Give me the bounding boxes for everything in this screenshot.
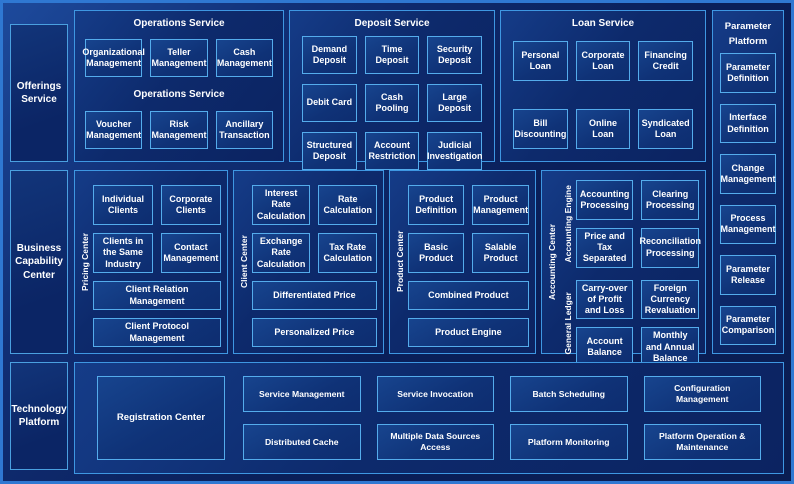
general-ledger-group: General Ledger Carry-over of Profit and …: [560, 279, 699, 367]
service-box: Product Engine: [407, 318, 529, 347]
vertical-label: Accounting Engine: [562, 185, 573, 263]
service-box: Parameter Definition: [720, 53, 776, 93]
service-box: Online Loan: [575, 109, 631, 149]
operations-row-2: Voucher Management Risk Management Ancil…: [75, 110, 283, 149]
service-box: Process Management: [720, 204, 776, 245]
service-box: Foreign Currency Revaluation: [641, 279, 699, 320]
service-box: Interest Rate Calculation: [251, 185, 311, 225]
panel-operations-service: Operations Service Organizational Manage…: [74, 10, 285, 162]
service-box: Clearing Processing: [641, 180, 699, 220]
service-box: Service Invocation: [376, 376, 494, 412]
service-box: Combined Product: [407, 281, 529, 310]
technology-grid: Service Management Service Invocation Ba…: [243, 376, 761, 460]
service-box: Reconciliation Processing: [639, 227, 701, 268]
service-box: Time Deposit: [364, 36, 420, 74]
vertical-label: Pricing Center: [80, 232, 90, 291]
middle-band: Pricing Center Individual Clients Corpor…: [74, 170, 706, 367]
service-box: Change Management: [720, 154, 776, 194]
panel-pricing-center: Pricing Center Individual Clients Corpor…: [74, 170, 228, 354]
vertical-label: General Ledger: [562, 292, 573, 355]
service-box: Contact Management: [160, 233, 221, 273]
operations-row-1: Organizational Management Teller Managem…: [75, 39, 283, 78]
loan-grid: Personal Loan Corporate Loan Financing C…: [501, 29, 705, 149]
service-box: Demand Deposit: [302, 36, 357, 74]
service-box: Platform Operation & Maintenance: [643, 424, 761, 460]
service-box: Exchange Rate Calculation: [251, 233, 311, 273]
service-box: Batch Scheduling: [510, 376, 628, 412]
service-box: Financing Credit: [638, 41, 693, 81]
service-box: Registration Center: [97, 376, 225, 460]
operations-mid-label: Operations Service: [133, 88, 225, 100]
service-box: Large Deposit: [427, 84, 483, 122]
service-box: Rate Calculation: [318, 185, 377, 225]
accounting-engine-group: Accounting Engine Accounting Processing …: [560, 180, 701, 268]
service-box: Basic Product: [407, 233, 465, 273]
service-box: Account Restriction: [364, 132, 420, 170]
service-box: Parameter Comparison: [720, 305, 776, 345]
service-box: Price and Tax Separated: [575, 227, 634, 268]
service-box: Teller Management: [150, 39, 208, 78]
service-box: Risk Management: [150, 110, 208, 149]
service-box: Interface Definition: [720, 103, 776, 144]
service-box: Ancillary Transaction: [215, 110, 274, 149]
service-box: Corporate Loan: [575, 41, 631, 81]
panel-technology-platform: Registration Center Service Management S…: [74, 362, 784, 474]
panel-parameter-platform: Parameter Platform Parameter Definition …: [712, 10, 784, 354]
service-box: Service Management: [243, 376, 361, 412]
service-box: Organizational Management: [82, 39, 145, 78]
service-box: Individual Clients: [93, 185, 153, 225]
service-box: Distributed Cache: [243, 424, 361, 460]
service-box: Monthly and Annual Balance: [641, 327, 699, 367]
service-box: Client Relation Management: [93, 281, 221, 310]
service-box: Security Deposit: [427, 36, 483, 74]
panel-loan-service: Loan Service Personal Loan Corporate Loa…: [500, 10, 706, 162]
panel-client-center: Client Center Interest Rate Calculation …: [232, 170, 384, 354]
deposit-grid: Demand Deposit Time Deposit Security Dep…: [290, 29, 494, 170]
service-box: Accounting Processing: [575, 180, 634, 220]
panel-title: Deposit Service: [354, 18, 430, 29]
service-box: Structured Deposit: [302, 132, 357, 170]
panel-title: Loan Service: [571, 18, 635, 29]
rail-technology-platform: Technology Platform: [10, 362, 68, 470]
service-box: Cash Pooling: [364, 84, 420, 122]
panel-product-center: Product Center Product Definition Produc…: [388, 170, 536, 354]
small-box-grid: Product Definition Product Management Ba…: [407, 185, 529, 273]
service-box: Account Balance: [575, 327, 634, 367]
small-box-grid: Interest Rate Calculation Rate Calculati…: [251, 185, 377, 273]
service-box: Corporate Clients: [160, 185, 221, 225]
top-band: Operations Service Organizational Manage…: [74, 10, 706, 170]
service-box: Multiple Data Sources Access: [376, 424, 494, 460]
service-box: Client Protocol Management: [93, 318, 221, 347]
service-box: Parameter Release: [720, 255, 776, 295]
service-box: Syndicated Loan: [638, 109, 693, 149]
service-box: Tax Rate Calculation: [318, 233, 377, 273]
panel-title: Parameter Platform: [724, 21, 772, 48]
service-box: Judicial Investigation: [427, 132, 482, 170]
parameter-list: Parameter Definition Interface Definitio…: [720, 53, 776, 345]
service-box: Platform Monitoring: [510, 424, 628, 460]
panel-deposit-service: Deposit Service Demand Deposit Time Depo…: [289, 10, 496, 170]
service-box: Carry-over of Profit and Loss: [575, 279, 634, 320]
service-box: Cash Management: [215, 39, 274, 78]
service-box: Product Management: [472, 185, 529, 225]
service-box: Personalized Price: [251, 318, 377, 347]
vertical-label: Client Center: [238, 235, 249, 288]
service-box: Clients in the Same Industry: [93, 233, 153, 273]
service-box: Configuration Management: [643, 376, 761, 412]
vertical-label: Product Center: [394, 230, 405, 293]
service-box: Salable Product: [472, 233, 529, 273]
service-box: Debit Card: [302, 84, 357, 122]
rail-offerings-service: Offerings Service: [10, 24, 68, 162]
service-box: Product Definition: [407, 185, 465, 225]
service-box: Personal Loan: [513, 41, 568, 81]
panel-title: Operations Service: [133, 18, 225, 29]
small-box-grid: Individual Clients Corporate Clients Cli…: [93, 185, 221, 273]
rail-business-capability-center: Business Capability Center: [10, 170, 68, 354]
service-box: Differentiated Price: [251, 281, 377, 310]
vertical-label: Accounting Center: [546, 223, 557, 300]
service-box: Bill Discounting: [513, 109, 568, 149]
service-box: Voucher Management: [85, 110, 143, 149]
panel-accounting-center: Accounting Center Accounting Engine Acco…: [540, 170, 706, 367]
